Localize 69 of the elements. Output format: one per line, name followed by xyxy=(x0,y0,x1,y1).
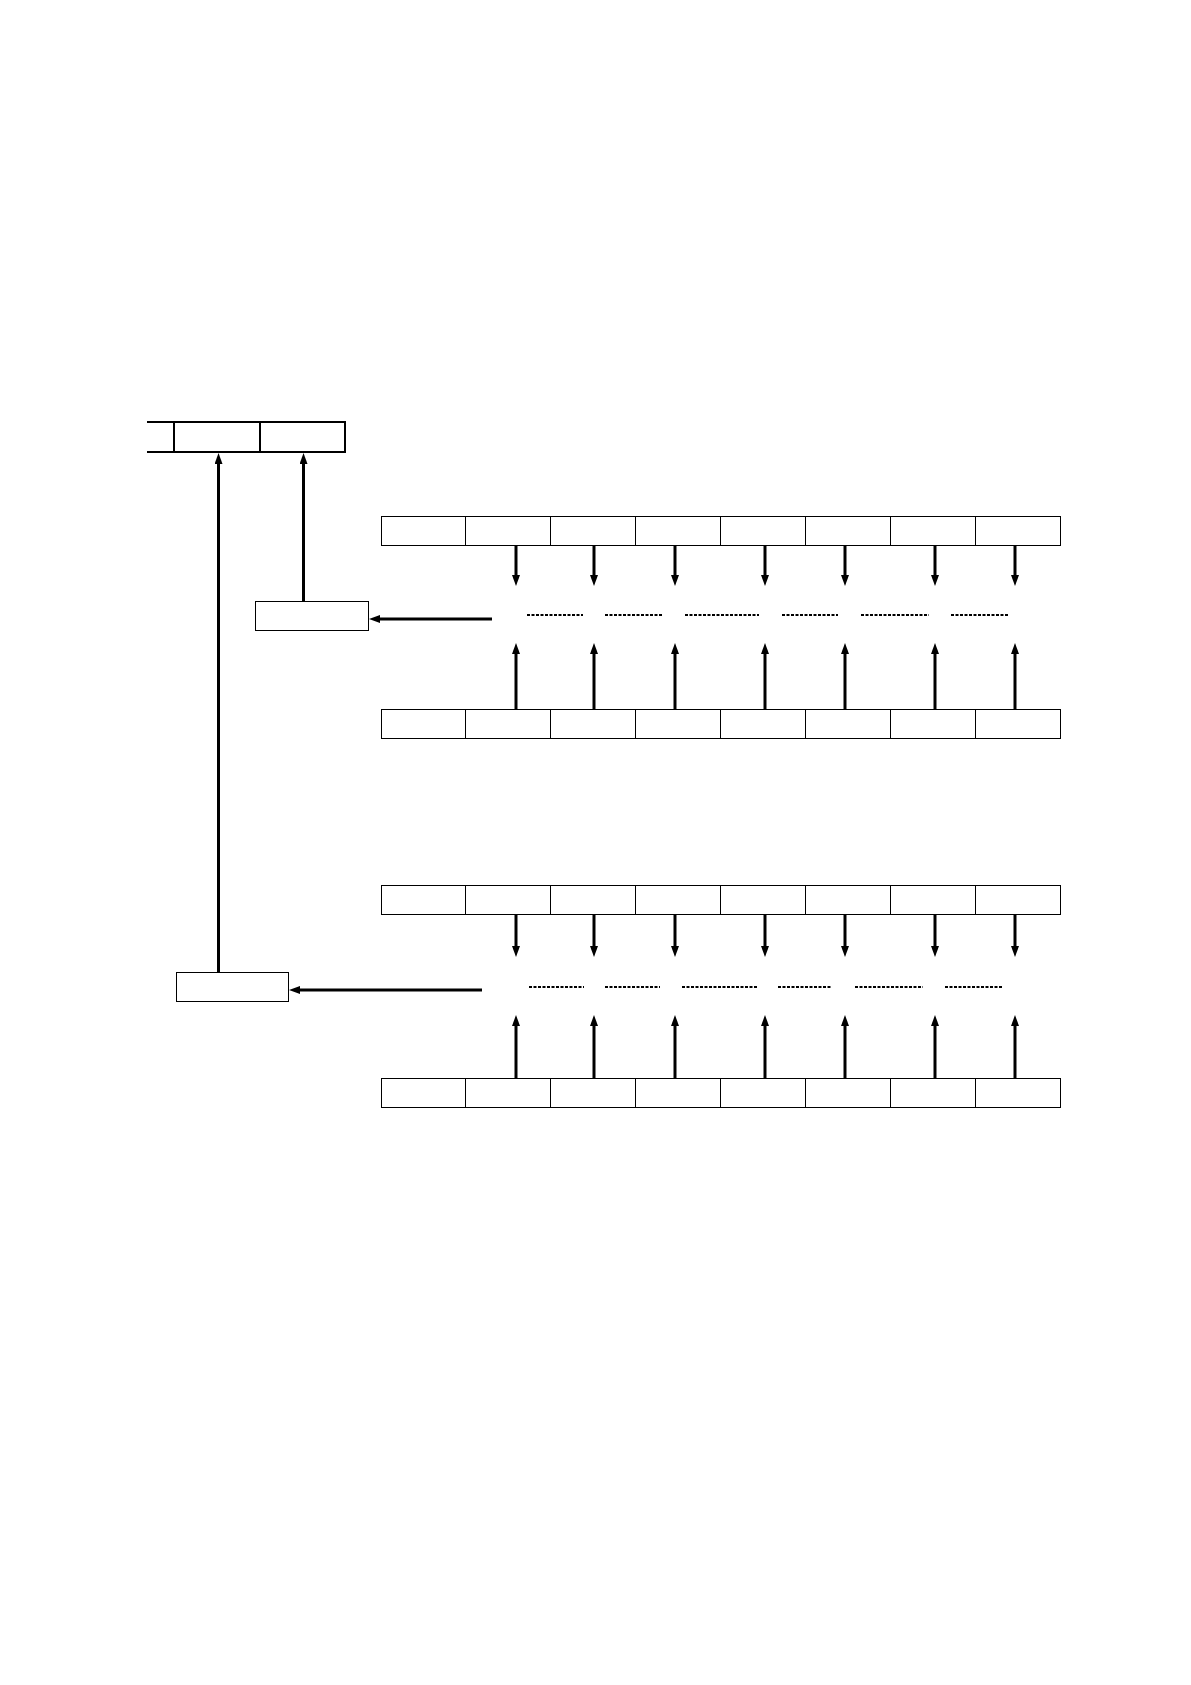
register-cell xyxy=(147,421,175,453)
array-cell xyxy=(976,885,1061,915)
register-cell xyxy=(175,421,261,453)
arrow xyxy=(931,1015,939,1078)
array-cell xyxy=(466,709,551,739)
array-cell xyxy=(466,1078,551,1108)
array-cell xyxy=(721,885,806,915)
arrow xyxy=(214,453,223,972)
arrow xyxy=(1011,643,1019,709)
array-cell xyxy=(636,709,721,739)
arrow xyxy=(299,453,308,601)
process-box xyxy=(176,972,289,1002)
arrow xyxy=(841,1015,849,1078)
array-cell xyxy=(551,709,636,739)
array-cell xyxy=(976,709,1061,739)
process-box xyxy=(255,601,369,631)
arrow xyxy=(761,643,769,709)
arrow xyxy=(1011,1015,1019,1078)
array-cell xyxy=(636,1078,721,1108)
array-cell xyxy=(636,516,721,546)
array-cell xyxy=(466,516,551,546)
array-cell xyxy=(976,516,1061,546)
arrow xyxy=(590,915,598,957)
arrow xyxy=(369,615,492,623)
arrow xyxy=(761,915,769,957)
array-cell xyxy=(551,885,636,915)
arrow xyxy=(671,915,679,957)
arrow xyxy=(1011,546,1019,586)
arrow xyxy=(671,546,679,586)
arrow xyxy=(671,643,679,709)
array-cell xyxy=(721,709,806,739)
array-cell xyxy=(891,516,976,546)
array-cell xyxy=(976,1078,1061,1108)
array-cell xyxy=(721,516,806,546)
array-cell xyxy=(381,885,466,915)
arrow xyxy=(512,546,520,586)
arrow xyxy=(512,915,520,957)
array-cell xyxy=(891,1078,976,1108)
array-cell xyxy=(891,709,976,739)
array-cell xyxy=(381,709,466,739)
arrow xyxy=(931,546,939,586)
arrow xyxy=(841,643,849,709)
array-cell xyxy=(806,885,891,915)
arrow xyxy=(931,915,939,957)
arrow xyxy=(512,1015,520,1078)
array-cell xyxy=(636,885,721,915)
arrow xyxy=(841,546,849,586)
array-cell xyxy=(551,1078,636,1108)
arrow xyxy=(761,1015,769,1078)
arrow xyxy=(1011,915,1019,957)
array-cell xyxy=(381,1078,466,1108)
array-cell xyxy=(806,1078,891,1108)
arrow xyxy=(671,1015,679,1078)
arrow xyxy=(931,643,939,709)
array-cell xyxy=(721,1078,806,1108)
arrow xyxy=(590,546,598,586)
arrow xyxy=(841,915,849,957)
array-cell xyxy=(891,885,976,915)
array-cell xyxy=(381,516,466,546)
arrow xyxy=(590,643,598,709)
arrow xyxy=(512,643,520,709)
array-cell xyxy=(466,885,551,915)
arrow xyxy=(590,1015,598,1078)
array-cell xyxy=(806,709,891,739)
array-cell xyxy=(806,516,891,546)
array-cell xyxy=(551,516,636,546)
arrow xyxy=(289,986,482,994)
arrow xyxy=(761,546,769,586)
register-cell xyxy=(261,421,346,453)
